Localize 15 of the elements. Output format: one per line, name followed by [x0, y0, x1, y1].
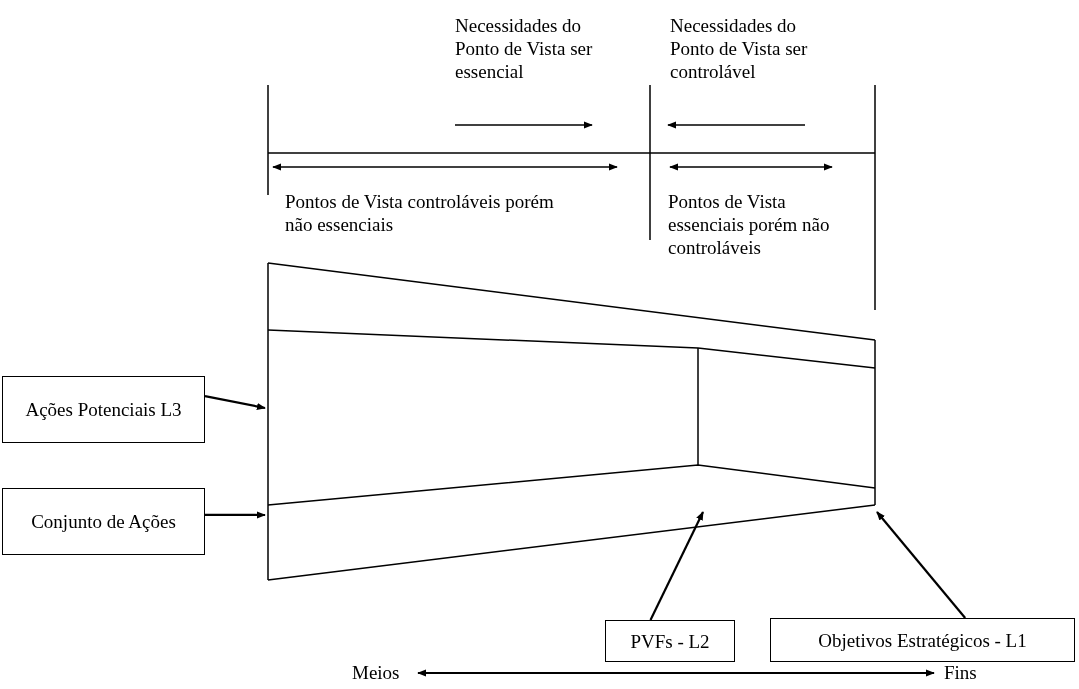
leader-arrow	[204, 395, 266, 410]
callout-label: Ações Potenciais L3	[2, 376, 205, 443]
annotation-text: Pontos de Vista controláveis porém não essenciais	[285, 190, 555, 236]
axis-label: Meios	[352, 661, 402, 684]
arrow	[417, 669, 935, 677]
callout-label: PVFs - L2	[605, 620, 735, 662]
leader-arrow	[876, 511, 967, 619]
annotation-text: Pontos de Vista essenciais porém não controláveis	[668, 190, 831, 259]
annotation-text: Necessidades do Ponto de Vista ser essencial	[455, 14, 594, 83]
callout-label: Conjunto de Ações	[2, 488, 205, 555]
leader-arrow	[649, 511, 704, 621]
axis-label: Fins	[944, 661, 978, 684]
leader-arrow	[205, 511, 266, 519]
callout-label: Objetivos Estratégicos - L1	[770, 618, 1075, 662]
annotation-text: Necessidades do Ponto de Vista ser controlável	[670, 14, 809, 83]
